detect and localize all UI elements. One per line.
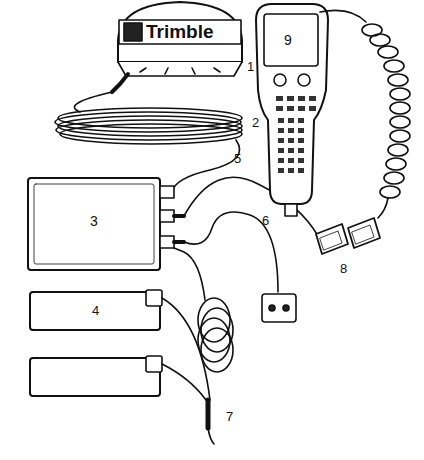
callout-number: 2	[252, 116, 259, 129]
cable	[162, 364, 206, 400]
serial-connector	[316, 218, 380, 254]
receiver	[28, 178, 160, 270]
plug	[174, 214, 184, 218]
logo-mark	[124, 23, 142, 41]
antenna-dome	[118, 2, 242, 62]
callout-number: 1	[247, 60, 254, 73]
antenna-plug	[112, 74, 128, 92]
adapter	[262, 294, 296, 322]
callout-number: 6	[262, 214, 269, 227]
coiled-cord	[362, 24, 410, 198]
controller-screen	[264, 14, 318, 66]
battery	[30, 292, 160, 330]
cable	[208, 428, 214, 444]
callout-number: 8	[340, 262, 347, 275]
port	[160, 186, 174, 198]
callout-number: 4	[92, 304, 99, 317]
controller-plug	[285, 204, 297, 216]
battery-latch	[146, 290, 162, 306]
callout-number: 5	[234, 152, 241, 165]
antenna-band	[119, 20, 241, 44]
plug	[206, 400, 211, 428]
cable	[174, 248, 205, 300]
brand-logo: Trimble	[146, 22, 214, 41]
port	[160, 236, 174, 248]
antenna-vents	[140, 68, 220, 74]
receiver-face	[34, 184, 154, 264]
cable-coil	[55, 108, 242, 144]
battery	[30, 358, 160, 396]
cable-coil	[198, 298, 233, 372]
cable	[172, 140, 240, 192]
plug	[174, 240, 184, 244]
callout-number: 7	[226, 410, 233, 423]
battery-latch	[146, 356, 162, 372]
cable	[184, 212, 278, 292]
cable	[320, 10, 366, 22]
antenna-base	[118, 62, 242, 76]
cable	[378, 198, 388, 218]
controller	[256, 4, 328, 204]
cable	[162, 298, 210, 400]
port	[160, 210, 174, 222]
callout-number: 9	[284, 33, 292, 47]
keypad	[274, 74, 316, 173]
callout-number: 3	[90, 214, 98, 228]
